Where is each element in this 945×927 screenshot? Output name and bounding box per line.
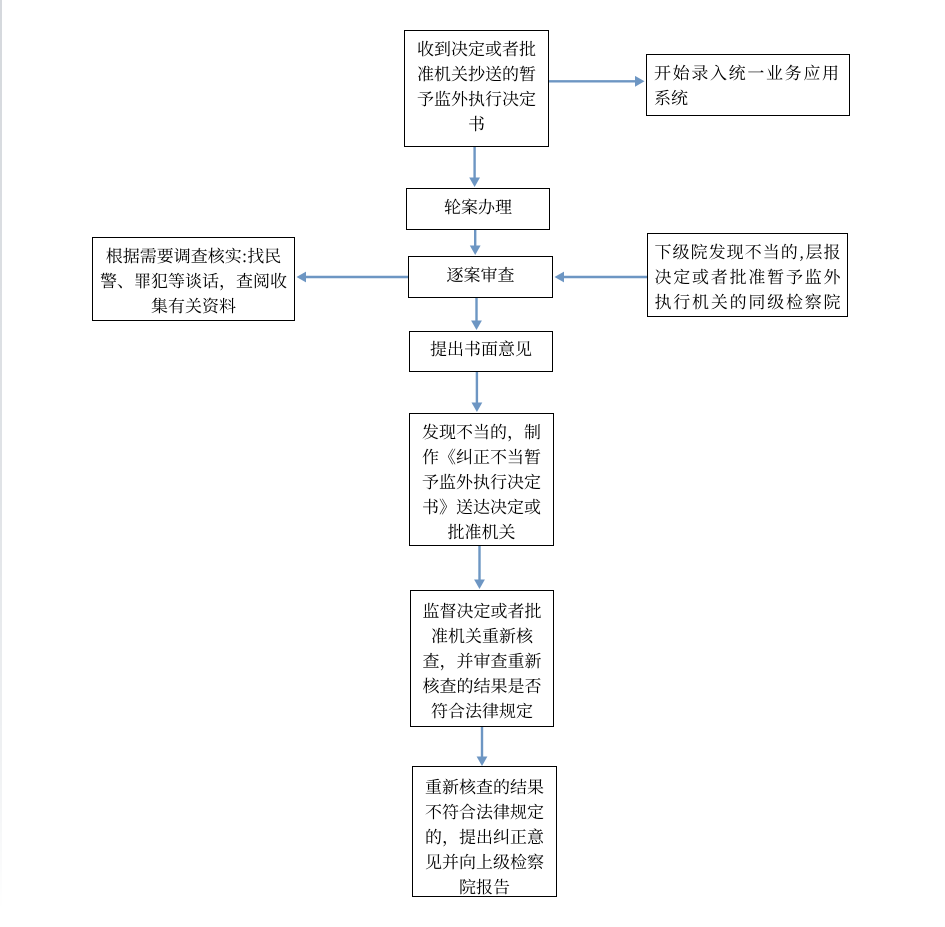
flow-node-register-system: 开始录入统一业务应用系统 <box>646 54 850 116</box>
flow-node-supervise-recheck: 监督决定或者批准机关重新核查，并审查重新核查的结果是否符合法律规定 <box>410 590 554 727</box>
flow-node-issue-correction: 发现不当的，制作《纠正不当暂予监外执行决定书》送达决定或批准机关 <box>409 413 554 546</box>
arrowhead-down-icon <box>469 177 480 187</box>
flow-node-label-supervise-recheck: 监督决定或者批准机关重新核查，并审查重新核查的结果是否符合法律规定 <box>422 597 542 722</box>
flow-node-receive-decision: 收到决定或者批准机关抄送的暂予监外执行决定书 <box>404 30 549 147</box>
flow-node-label-lower-court-report: 下级院发现不当的,层报决定或者批准暂予监外执行机关的同级检察院 <box>654 238 841 313</box>
flow-node-label-case-rotation: 轮案办理 <box>444 193 512 218</box>
flow-node-investigate-verify: 根据需要调查核实:找民警、罪犯等谈话，查阅收集有关资料 <box>92 237 295 321</box>
flow-node-label-investigate-verify: 根据需要调查核实:找民警、罪犯等谈话，查阅收集有关资料 <box>100 242 287 317</box>
flow-arrow-lowercourt-to-review <box>554 271 647 283</box>
flow-node-label-report-superior: 重新核查的结果不符合法律规定的，提出纠正意见并向上级检察院报告 <box>425 773 544 897</box>
flow-node-case-review: 逐案审查 <box>408 256 553 298</box>
flow-node-label-register-system: 开始录入统一业务应用系统 <box>654 59 839 109</box>
flow-arrow-opinion-to-correction <box>471 372 483 412</box>
flow-arrow-correction-to-supervise <box>474 546 485 589</box>
flow-node-label-issue-correction: 发现不当的，制作《纠正不当暂予监外执行决定书》送达决定或批准机关 <box>422 418 541 543</box>
flow-node-label-receive-decision: 收到决定或者批准机关抄送的暂予监外执行决定书 <box>417 35 536 135</box>
arrowhead-down-icon <box>474 579 485 589</box>
arrowhead-right-icon <box>635 75 645 87</box>
flow-node-lower-court-report: 下级院发现不当的,层报决定或者批准暂予监外执行机关的同级检察院 <box>647 233 848 317</box>
flow-node-report-superior: 重新核查的结果不符合法律规定的，提出纠正意见并向上级检察院报告 <box>412 766 557 897</box>
arrowhead-down-icon <box>471 402 483 412</box>
arrowhead-down-icon <box>471 320 482 330</box>
arrowhead-down-icon <box>469 245 481 255</box>
flow-arrow-receive-to-register <box>549 75 645 87</box>
flow-node-case-rotation: 轮案办理 <box>406 188 550 230</box>
flow-arrow-receive-to-rotation <box>469 147 480 187</box>
flow-node-label-case-review: 逐案审查 <box>446 261 515 286</box>
flow-arrow-rotation-to-review <box>469 230 481 255</box>
flow-node-written-opinion: 提出书面意见 <box>409 331 553 372</box>
flow-node-label-written-opinion: 提出书面意见 <box>430 335 532 360</box>
flow-arrow-review-to-opinion <box>471 298 482 330</box>
flow-arrow-review-to-investigate <box>296 271 408 283</box>
arrowhead-down-icon <box>476 756 488 766</box>
arrowhead-left-icon <box>296 271 306 283</box>
arrowhead-left-icon <box>554 271 564 283</box>
flow-arrow-supervise-to-report <box>476 727 488 766</box>
